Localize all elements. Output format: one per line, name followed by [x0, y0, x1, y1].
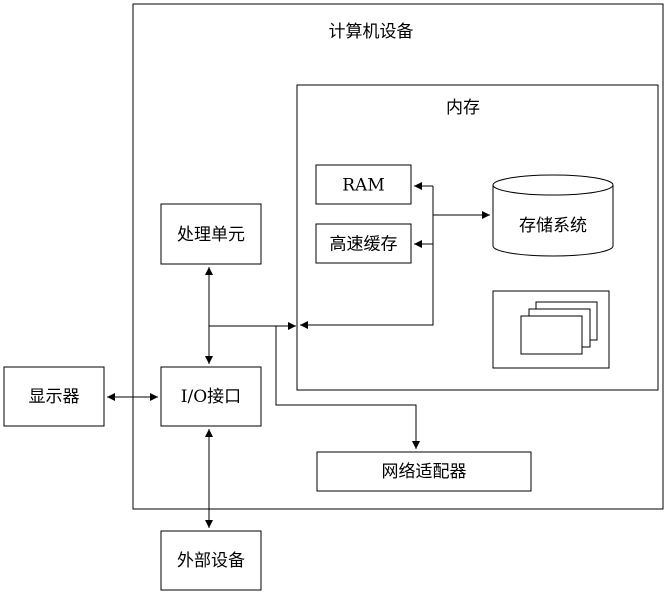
ram-label: RAM [342, 176, 384, 196]
storage-system-cylinder: 存储系统 [493, 175, 613, 256]
processing-unit-box: 处理单元 [161, 204, 261, 264]
processing-unit-label: 处理单元 [177, 225, 245, 245]
io-interface-box: I/O接口 [161, 367, 261, 426]
external-device-label: 外部设备 [177, 551, 245, 571]
ram-box: RAM [316, 165, 411, 204]
network-adapter-label: 网络适配器 [382, 462, 467, 482]
display-box: 显示器 [4, 367, 104, 426]
external-device-box: 外部设备 [161, 531, 261, 590]
storage-system-label: 存储系统 [519, 216, 587, 236]
document-stack-icon [493, 291, 609, 368]
cache-label: 高速缓存 [330, 235, 398, 255]
cache-box: 高速缓存 [316, 224, 411, 263]
network-adapter-box: 网络适配器 [317, 452, 531, 491]
computer-device-label: 计算机设备 [329, 22, 414, 42]
memory-label: 内存 [446, 98, 480, 118]
display-label: 显示器 [29, 387, 80, 407]
io-interface-label: I/O接口 [181, 387, 241, 407]
